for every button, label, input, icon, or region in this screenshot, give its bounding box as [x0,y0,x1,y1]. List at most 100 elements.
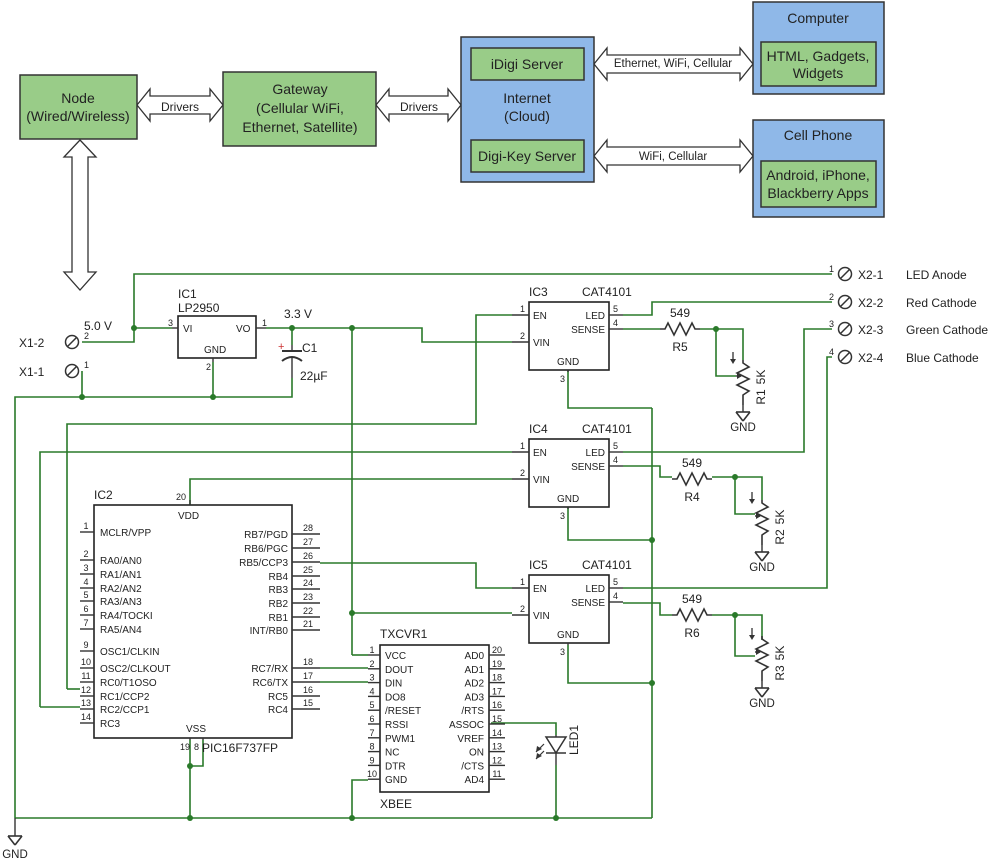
x2-3-terminal [837,321,853,337]
xbee-part: XBEE [380,797,412,811]
x1-2-pin: 2 [84,331,89,341]
driver-sense-label: SENSE [571,462,605,473]
ic1-body [177,315,257,359]
xbee-pin-label-17: AD3 [465,692,485,703]
ic2-pin-26: 26 [303,551,313,561]
ic2-pin-vss-19: 19 [180,742,190,752]
xbee-pin-label-1: VCC [385,651,406,662]
ic2-pin-9: 9 [83,640,88,650]
resistor-value: 549 [682,592,702,606]
ic2-pin-vss-8: 8 [194,742,199,752]
driver-pin-vin: 2 [520,331,525,341]
x1-2-terminal [64,334,80,350]
driver-pin-gnd: 3 [560,374,565,384]
xbee-pin-label-13: ON [469,748,484,759]
driver-en-label: EN [533,584,547,595]
ic2-pin-label-26: RB5/CCP3 [239,558,288,569]
driver-pin-led: 5 [613,304,618,314]
ic2-pin-label-16: RC5 [268,692,288,703]
xbee-pin-7: 7 [369,728,374,738]
xbee-name: TXCVR1 [380,627,428,641]
internet-title: Internet [503,90,551,106]
computer-apps-line1: HTML, Gadgets, [767,48,870,64]
xbee-pin-label-10: GND [385,775,407,786]
pot-value: 5K [754,370,768,385]
driver-led-label: LED [586,584,605,595]
xbee-pin-16: 16 [492,700,502,710]
pot-value: 5K [773,646,787,661]
ic2-pin-label-25: RB4 [269,572,289,583]
x2-2-terminal [837,294,853,310]
ic2-pin-label-10: OSC2/CLKOUT [100,664,171,675]
ic2-pin-label-1: MCLR/VPP [100,528,151,539]
gateway-line3: Ethernet, Satellite) [242,119,357,135]
xbee-pin-label-6: RSSI [385,720,408,731]
xbee-pin-label-20: AD0 [465,651,485,662]
driver-en-label: EN [533,311,547,322]
driver-gnd-label: GND [557,494,579,505]
resistor-name: R5 [672,340,688,354]
ground-label-main: GND [2,849,28,859]
ic2-pin-label-4: RA2/AN2 [100,584,142,595]
xbee-left-pins: 1VCC2DOUT3DIN4DO85/RESET6RSSI7PWM18NC9DT… [367,645,421,786]
x2-2-function: Red Cathode [906,296,977,310]
ic2-vss: VSS [186,724,206,735]
x2-1-function: LED Anode [906,268,967,282]
ic2-microcontroller: IC2 PIC16F737FP VDD VSS 20 19 8 1MCLR/VP… [40,488,320,755]
ic2-pin-label-9: OSC1/CLKIN [100,647,159,658]
driver-pin-en: 1 [520,441,525,451]
ic2-pin-label-18: RC7/RX [251,664,288,675]
x2-4-terminal [837,349,853,365]
ic2-pin-label-14: RC3 [100,719,120,730]
xbee-pin-4: 4 [369,686,374,696]
ic2-pin-13: 13 [81,698,91,708]
driver-body [528,574,610,644]
computer-apps-line2: Widgets [793,65,844,81]
driver-pin-vin: 2 [520,468,525,478]
c1-capacitor: + C1 22µF [278,341,328,383]
xbee-pin-20: 20 [492,645,502,655]
computer-title: Computer [787,10,849,26]
cellphone-apps-line2: Blackberry Apps [767,185,868,201]
ic2-pin-3: 3 [83,563,88,573]
idigi-server-label: iDigi Server [491,56,564,72]
ic2-pin-24: 24 [303,578,313,588]
cellphone-apps-line1: Android, iPhone, [766,167,870,183]
driver-part: CAT4101 [582,558,632,572]
ic2-pin-12: 12 [81,685,91,695]
xbee-pin-label-7: PWM1 [385,734,415,745]
xbee-pin-17: 17 [492,686,502,696]
xbee-pin-8: 8 [369,742,374,752]
pot-name: R1 [754,389,768,405]
ic2-name: IC2 [94,488,113,502]
xbee-pin-label-14: VREF [457,734,484,745]
driver-sense-label: SENSE [571,325,605,336]
gateway-line2: (Cellular WiFi, [256,100,344,116]
ic2-pin-11: 11 [81,671,90,681]
x1-1-pin: 1 [84,360,89,370]
wires [14,273,832,819]
ic2-pin-label-28: RB7/PGD [244,530,288,541]
x2-4-function: Blue Cathode [906,351,979,365]
ic1-regulator: IC1 LP2950 VI VO GND 3 1 2 [168,287,267,372]
resistor-r4 [672,471,712,487]
pot-r1 [735,360,751,405]
ic2-pin-label-11: RC0/T1OSO [100,678,157,689]
driver-gnd-label: GND [557,630,579,641]
ic2-pin-27: 27 [303,537,313,547]
ic2-pin-21: 21 [303,619,313,629]
driver-pin-sense: 4 [613,318,618,328]
node-box [19,74,138,140]
resistor-name: R6 [684,626,700,640]
led1: LED1 [535,725,581,765]
ic2-pin-28: 28 [303,523,313,533]
x2-3-label: X2-3 [858,323,884,337]
ic2-pin-label-24: RB3 [269,585,289,596]
ic1-part: LP2950 [178,301,220,315]
xbee-pin-label-5: /RESET [385,706,421,717]
xbee-pin-19: 19 [492,659,502,669]
xbee-pin-label-9: DTR [385,761,406,772]
ic2-pin-label-5: RA3/AN3 [100,597,142,608]
